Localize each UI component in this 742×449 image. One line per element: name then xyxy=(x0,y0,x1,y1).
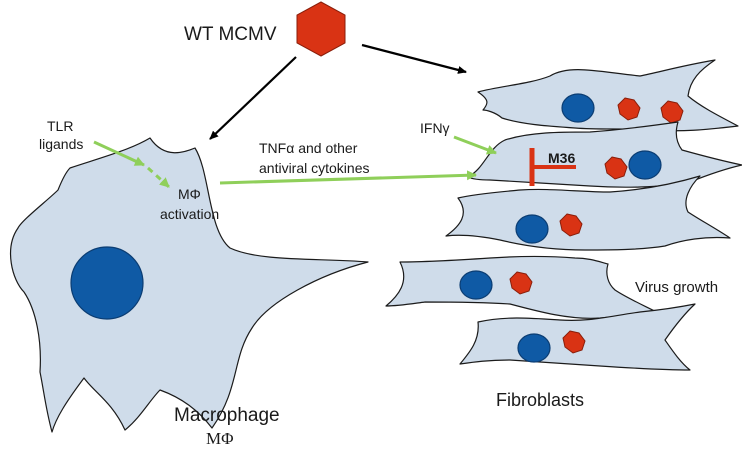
activation-label: MΦ xyxy=(178,186,201,202)
fibroblasts-label: Fibroblasts xyxy=(496,390,584,410)
macrophage-abbrev: MΦ xyxy=(206,429,234,448)
virion-icon xyxy=(660,100,684,124)
fibroblast-nucleus-2 xyxy=(628,150,662,180)
virion-icon xyxy=(509,271,533,295)
virion-icon xyxy=(604,156,628,180)
cytokine-label-2: antiviral cytokines xyxy=(259,160,370,176)
ifn-label: IFNγ xyxy=(420,120,450,136)
ifn-arrow xyxy=(453,135,497,155)
fibroblast-nucleus-1 xyxy=(561,93,595,123)
fibroblast-nucleus-4 xyxy=(459,270,493,300)
virion-icon xyxy=(617,97,641,121)
virus-growth-label: Virus growth xyxy=(635,279,718,296)
virus-to-macrophage-arrow xyxy=(209,56,297,140)
virus-label: WT MCMV xyxy=(184,24,277,45)
tlr-label: TLR xyxy=(47,118,73,134)
macrophage-cell xyxy=(10,137,369,433)
activation-label-2: activation xyxy=(160,206,219,222)
virion-icon xyxy=(562,330,586,354)
fibroblast-cell-3 xyxy=(445,175,731,251)
fibroblast-nucleus-5 xyxy=(517,333,551,363)
fibroblast-cell-2 xyxy=(467,121,742,188)
macrophage-nucleus xyxy=(70,246,144,320)
tlr-arrow xyxy=(93,140,145,167)
virus-to-fibroblast-arrow xyxy=(361,43,467,74)
fibroblast-cell-1 xyxy=(477,59,739,132)
tlr-arrow-dashed xyxy=(146,166,171,189)
fibroblast-nucleus-3 xyxy=(515,214,549,244)
m36-label: M36 xyxy=(548,150,575,166)
cytokine-arrow xyxy=(219,170,477,185)
cytokine-label: TNFα and other xyxy=(259,140,358,156)
macrophage-label: Macrophage xyxy=(174,405,280,426)
ligands-label: ligands xyxy=(39,136,83,152)
mcmv-virion-icon xyxy=(296,1,346,57)
virion-icon xyxy=(559,213,583,237)
